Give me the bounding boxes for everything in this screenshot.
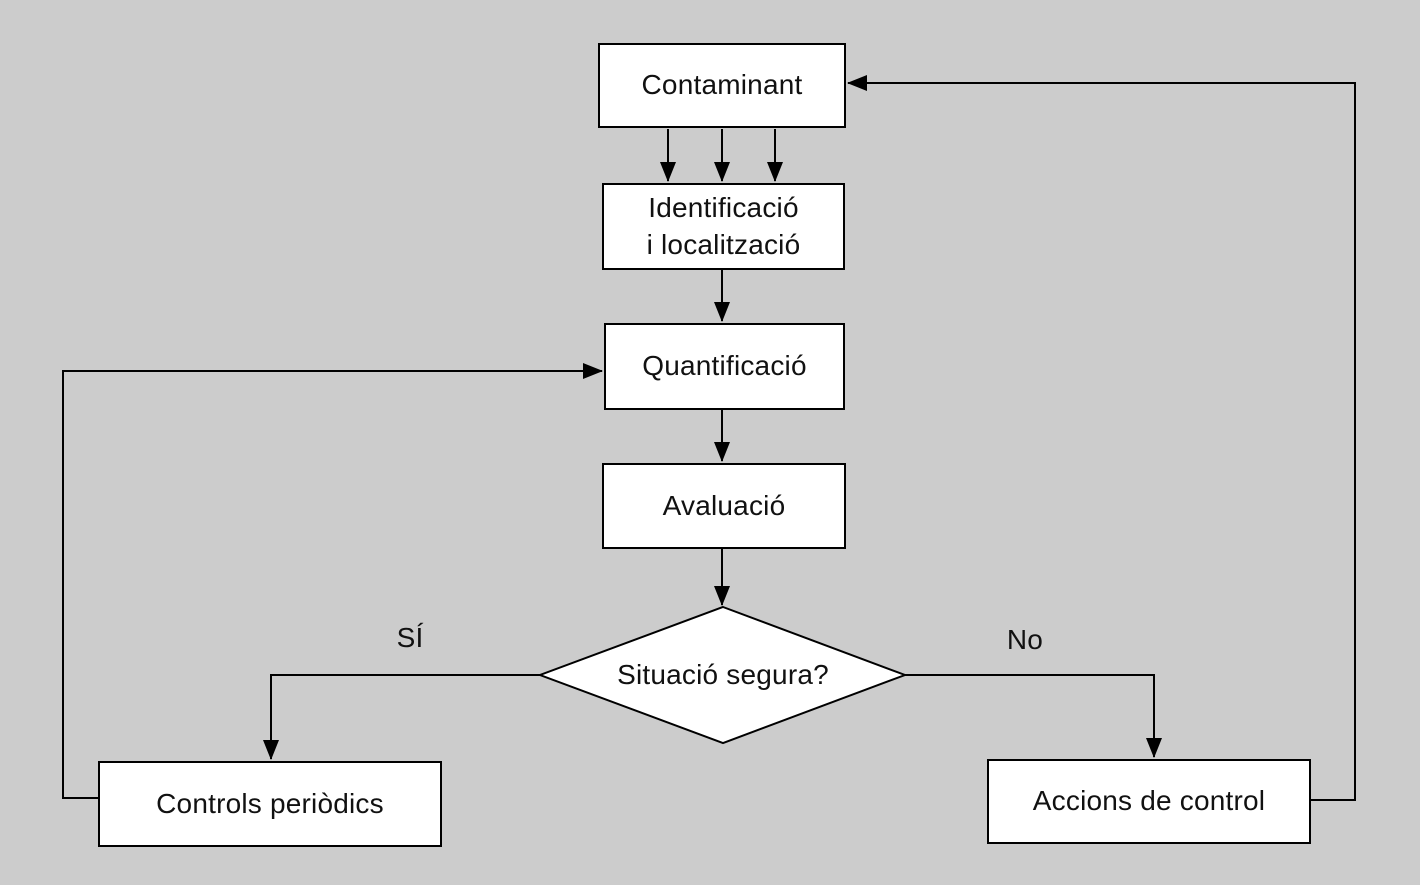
decision-diamond-shape — [537, 605, 908, 745]
node-avaluacio-label: Avaluació — [662, 489, 786, 521]
node-contaminant-label: Contaminant — [641, 69, 803, 101]
node-accions-de-control: Accions de control — [987, 759, 1311, 844]
edge-label-yes: SÍ — [396, 622, 424, 653]
node-quantificacio-label: Quantificació — [642, 350, 807, 382]
edge-label-no: No — [1006, 624, 1044, 655]
node-controls-periodics: Controls periòdics — [98, 761, 442, 847]
edge-decision-controls — [263, 674, 540, 760]
node-identificacio-label: Identificació i localització — [647, 190, 801, 263]
node-decision-label: Situació segura? — [617, 659, 829, 690]
edge-accions-contaminant — [847, 75, 1356, 801]
node-accions-de-control-label: Accions de control — [1032, 785, 1266, 817]
node-contaminant: Contaminant — [598, 43, 846, 128]
edge-decision-accions — [904, 674, 1162, 758]
edge-controls-quantificacio — [62, 363, 603, 799]
node-identificacio: Identificació i localització — [602, 183, 845, 270]
node-controls-periodics-label: Controls periòdics — [156, 787, 384, 819]
node-quantificacio: Quantificació — [604, 323, 845, 410]
node-avaluacio: Avaluació — [602, 463, 846, 549]
node-identificacio-line1: Identificació — [648, 192, 799, 224]
node-identificacio-line2: i localització — [646, 228, 801, 260]
